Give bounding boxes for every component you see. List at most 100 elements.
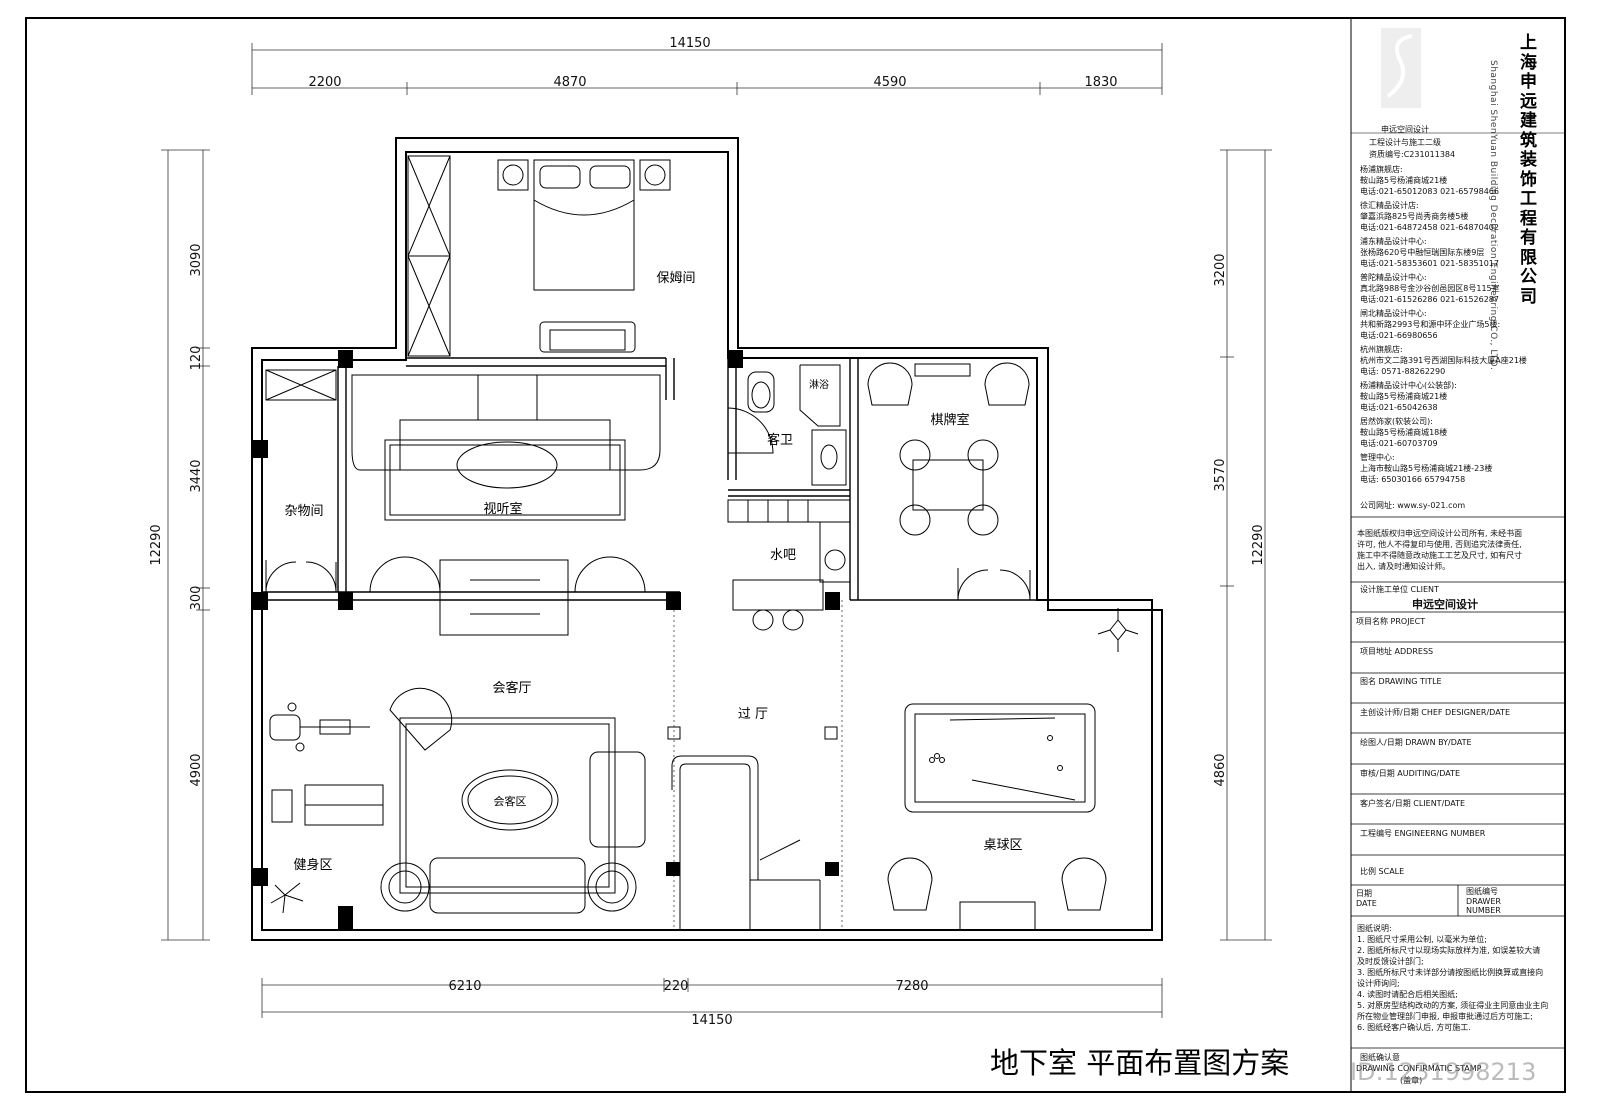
drawing-title: 地下室 平面布置图方案 — [990, 1046, 1290, 1080]
client-value: 申远空间设计 — [1412, 598, 1478, 611]
field-address: 项目地址 ADDRESS — [1360, 647, 1434, 656]
seal-label: (盖章) — [1400, 1076, 1423, 1085]
branch-name: 杨浦精品设计中心(公装部): — [1360, 381, 1457, 390]
room-billiards-label: 桌球区 — [983, 838, 1022, 853]
dim-right-1: 3200 — [1213, 253, 1228, 286]
watermark-id: ID:1231998213 — [1350, 1058, 1537, 1086]
branch-entry: 杭州旗舰店:杭州市文二路391号西湖国际科技大厦A座21楼电话: 0571-88… — [1360, 344, 1527, 377]
dim-left-2: 120 — [189, 346, 204, 371]
drawing-number-en-1: DRAWER — [1466, 897, 1501, 906]
dim-bottom-1: 6210 — [448, 979, 481, 994]
field-scale: 比例 SCALE — [1360, 867, 1405, 876]
branch-entry: 浦东精品设计中心:张杨路620号中融恒瑞国际东楼9层电话:021-5835360… — [1360, 236, 1527, 269]
branch-entry: 杨浦精品设计中心(公装部): 鞍山路5号杨浦商城21楼电话:021-6504263… — [1360, 380, 1527, 413]
drawing-number-en-2: NUMBER — [1466, 906, 1501, 915]
billiards-furniture — [887, 608, 1139, 931]
branch-addr: 鞍山路5号杨浦商城21楼 — [1360, 176, 1448, 185]
dim-left-4: 300 — [189, 586, 204, 611]
branch-entry: 管理中心:上海市鞍山路5号杨浦商城21楼-23楼电话: 65030166 657… — [1360, 452, 1527, 485]
branch-addr: 共和新路2993号和源中环企业广场5楼: — [1360, 320, 1501, 329]
field-client-signature: 客户签名/日期 CLIENT/DATE — [1360, 799, 1466, 808]
branch-addr: 张杨路620号中融恒瑞国际东楼9层 — [1360, 248, 1485, 257]
branch-tel: 电话:021-60703709 — [1360, 439, 1438, 448]
branch-name: 杨浦旗舰店: — [1360, 165, 1403, 174]
confirm-label: 图纸确认意 — [1360, 1053, 1400, 1062]
branch-name: 居然饰家(软装公司): — [1360, 417, 1433, 426]
dim-left-1: 3090 — [189, 243, 204, 276]
branch-entry: 闸北精品设计中心:共和新路2993号和源中环企业广场5楼:电话:021-6698… — [1360, 308, 1527, 341]
branch-list: 杨浦旗舰店:鞍山路5号杨浦商城21楼电话:021-65012083 021-65… — [1360, 164, 1527, 488]
dim-right-2: 3570 — [1213, 458, 1228, 491]
company-name: 上海申远建筑装饰工程有限公司 — [1520, 33, 1537, 307]
dim-top-4: 1830 — [1084, 75, 1117, 90]
dimension-lines — [161, 43, 1272, 1018]
field-chief-designer: 主创设计师/日期 CHEF DESIGNER/DATE — [1360, 708, 1510, 717]
branch-addr: 鞍山路5号杨浦商城21楼 — [1360, 392, 1448, 401]
branch-tel: 电话:021-61526286 021-61526287 — [1360, 295, 1499, 304]
room-living-label: 会客厅 — [492, 680, 531, 696]
sheet-border — [25, 17, 1566, 1093]
company-website: 公司网址: www.sy-021.com — [1360, 501, 1466, 510]
branch-entry: 居然饰家(软装公司):鞍山路5号杨浦商城18楼电话:021-60703709 — [1360, 416, 1527, 449]
branch-tel: 电话: 0571-88262290 — [1360, 367, 1446, 376]
room-storage-label: 杂物间 — [284, 504, 323, 519]
field-project: 项目名称 PROJECT — [1356, 617, 1426, 626]
branch-name: 徐汇精品设计店: — [1360, 201, 1419, 210]
chess-room-furniture — [867, 362, 1031, 601]
copyright-notice: 本图纸版权归申远空间设计公司所有, 未经书面 许可, 他人不得复印与使用, 否则… — [1357, 529, 1523, 571]
branch-addr: 上海市鞍山路5号杨浦商城21楼-23楼 — [1360, 464, 1493, 473]
nanny-room-furniture — [407, 155, 671, 357]
field-drawn-by: 绘图人/日期 DRAWN BY/DATE — [1360, 738, 1472, 747]
dim-top-total: 14150 — [669, 36, 710, 51]
drawing-number-label: 图纸编号 — [1466, 887, 1498, 896]
dim-right-total: 12290 — [1251, 524, 1266, 565]
field-auditing: 审核/日期 AUDITING/DATE — [1360, 769, 1461, 778]
dim-bottom-3: 7280 — [895, 979, 928, 994]
branch-name: 闸北精品设计中心: — [1360, 309, 1427, 318]
room-reception-label: 会客区 — [494, 794, 527, 808]
branch-tel: 电话:021-65042638 — [1360, 403, 1438, 412]
room-water-bar-label: 水吧 — [770, 548, 796, 563]
dim-left-3: 3440 — [189, 459, 204, 492]
branch-name: 管理中心: — [1360, 453, 1395, 462]
branch-name: 浦东精品设计中心: — [1360, 237, 1427, 246]
room-guest-bath-label: 客卫 — [767, 432, 793, 448]
field-engineering-number: 工程编号 ENGINEERNG NUMBER — [1360, 829, 1486, 838]
av-room-furniture — [351, 374, 661, 636]
structural-columns — [252, 350, 840, 930]
gym-equipment — [269, 702, 384, 914]
dim-bottom-2: 220 — [664, 979, 689, 994]
room-shower-label: 淋浴 — [809, 378, 829, 391]
certificate-number: 资质编号:C231011384 — [1369, 150, 1456, 159]
dim-left-5: 4900 — [189, 753, 204, 786]
drawing-notes: 图纸说明: 1. 图纸尺寸采用公制, 以毫米为单位; 2. 图纸所标尺寸以现场实… — [1357, 924, 1549, 1032]
dim-bottom-total: 14150 — [691, 1013, 732, 1028]
branch-entry: 杨浦旗舰店: 鞍山路5号杨浦商城21楼电话:021-65012083 021-65… — [1360, 164, 1527, 197]
room-av-label: 视听室 — [483, 501, 522, 517]
room-nanny-label: 保姆间 — [656, 271, 695, 286]
dim-right-3: 4860 — [1213, 753, 1228, 786]
dim-top-1: 2200 — [308, 75, 341, 90]
company-logo — [1381, 28, 1421, 108]
exterior-walls — [251, 137, 1163, 941]
date-label-en: DATE — [1356, 899, 1377, 908]
bathroom-fixtures — [727, 364, 851, 631]
room-hall-label: 过 厅 — [738, 707, 768, 722]
storage-furniture — [265, 369, 337, 593]
brand-name: 申远空间设计 — [1381, 125, 1429, 134]
branch-tel: 电话:021-65012083 021-65798466 — [1360, 187, 1499, 196]
dim-left-total: 12290 — [149, 524, 164, 565]
dim-top-2: 4870 — [553, 75, 586, 90]
branch-tel: 电话:021-64872458 021-64870402 — [1360, 223, 1499, 232]
branch-addr: 真北路988号金沙谷创邑园区8号115室 — [1360, 284, 1500, 293]
hall-pillars — [667, 726, 838, 740]
living-room-furniture — [380, 687, 646, 914]
interior-walls — [262, 357, 1037, 930]
title-block-grid — [1351, 132, 1565, 1049]
branch-entry: 徐汇精品设计店:肇嘉浜路825号尚秀商务楼5楼电话:021-64872458 0… — [1360, 200, 1527, 233]
company-name-english: Shanghai ShenYuan Building Decoration En… — [1488, 60, 1498, 371]
date-label: 日期 — [1356, 889, 1372, 898]
dim-top-3: 4590 — [873, 75, 906, 90]
staircase — [671, 755, 821, 931]
